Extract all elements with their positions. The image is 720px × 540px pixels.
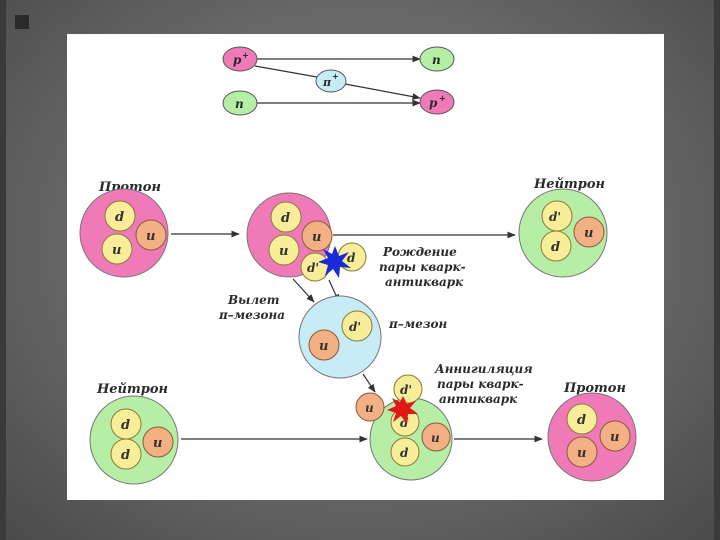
quark-u bbox=[599, 420, 631, 452]
antiquark-d bbox=[341, 310, 373, 342]
arrow-meson-to-annihilation bbox=[362, 373, 376, 393]
slide-corner-marker bbox=[14, 14, 30, 30]
label-pair-creation-2: пары кварк- bbox=[379, 260, 466, 274]
quark-d-second-label: d bbox=[121, 448, 130, 463]
proton-splitting: d u u d d' bbox=[246, 192, 367, 282]
neutron-bottom: d u d bbox=[89, 395, 179, 485]
neutron-out-node bbox=[419, 46, 455, 72]
quark-d bbox=[270, 201, 302, 233]
quark-d bbox=[104, 200, 136, 232]
quark-u-incoming-label: u bbox=[365, 401, 374, 415]
quark-u-second bbox=[101, 233, 133, 265]
quark-d-second-label: d bbox=[551, 240, 560, 255]
label-neutron-top: Нейтрон bbox=[533, 177, 605, 192]
pi-meson: d' u bbox=[298, 295, 382, 379]
neutron-out-symbol: n bbox=[432, 53, 441, 67]
neutron-in-node bbox=[222, 90, 258, 116]
antiquark-d-incoming bbox=[393, 374, 423, 404]
annihilation-star bbox=[387, 396, 418, 424]
arrow-p-to-pion bbox=[254, 65, 318, 78]
quark-d-second bbox=[110, 438, 142, 470]
quark-d bbox=[566, 403, 598, 435]
proton-top: d u u bbox=[79, 188, 169, 278]
pion-symbol: π bbox=[322, 76, 332, 89]
quark-d-label: d bbox=[577, 413, 586, 428]
pion-charge: + bbox=[332, 71, 339, 81]
proton-charge: + bbox=[242, 50, 249, 60]
quark-u-second-label: u bbox=[112, 243, 121, 258]
label-annihilation-3: антикварк bbox=[439, 392, 518, 406]
quark-u bbox=[142, 426, 174, 458]
quark-u bbox=[573, 216, 605, 248]
quark-u-second bbox=[268, 234, 300, 266]
quark-u-second-label: u bbox=[279, 244, 288, 259]
antiquark-d-created-label: d' bbox=[307, 261, 319, 275]
quark-u-label: u bbox=[610, 430, 619, 445]
quark-d-label: d bbox=[281, 211, 290, 226]
label-emission-2: π–мезона bbox=[218, 308, 285, 322]
quark-u-incoming bbox=[355, 392, 385, 422]
neutron-in-symbol: n bbox=[235, 97, 244, 111]
quark-u-label: u bbox=[584, 226, 593, 241]
quark-exchange-diagram: p + n π + n p + Протон d u u d u u d d' bbox=[79, 46, 637, 485]
antiquark-d-label: d' bbox=[549, 210, 561, 224]
proton-out-charge: + bbox=[439, 93, 446, 103]
proton-symbol: p bbox=[233, 53, 242, 67]
arrow-emission-1 bbox=[292, 278, 315, 303]
quark-u-label: u bbox=[146, 229, 155, 244]
quark-u-label: u bbox=[312, 230, 321, 245]
label-annihilation-2: пары кварк- bbox=[437, 377, 524, 391]
quark-d-second bbox=[390, 437, 420, 467]
quark-d-second bbox=[540, 230, 572, 262]
label-pi-meson: π–мезон bbox=[388, 317, 447, 331]
neutron-top: d' u d bbox=[518, 188, 608, 278]
pion-node bbox=[315, 69, 347, 93]
label-annihilation-1: Аннигиляция bbox=[434, 362, 533, 376]
proton-top-body bbox=[79, 188, 169, 278]
quark-u-second-label: u bbox=[577, 446, 586, 461]
neutron-annihilating: d u d d' u bbox=[355, 374, 453, 481]
label-pair-creation-3: антикварк bbox=[385, 275, 464, 289]
quark-d-label: d bbox=[400, 416, 409, 430]
quark-u bbox=[421, 422, 451, 452]
quark-d-label: d bbox=[121, 418, 130, 433]
quark-u-label: u bbox=[431, 431, 440, 445]
quark-u bbox=[301, 220, 333, 252]
quark-d-label: d bbox=[115, 210, 124, 225]
proton-out-symbol: p bbox=[429, 96, 438, 110]
proton-node bbox=[222, 46, 258, 72]
antiquark-d-incoming-label: d' bbox=[400, 383, 412, 397]
top-reaction-scheme: p + n π + n p + bbox=[222, 46, 455, 116]
quark-u-label: u bbox=[153, 436, 162, 451]
quark-u-second bbox=[566, 436, 598, 468]
quark-u-label: u bbox=[319, 339, 328, 354]
label-pair-creation-1: Рождение bbox=[382, 245, 457, 259]
diagram-sheet: p + n π + n p + Протон d u u d u u d d' bbox=[67, 34, 664, 500]
proton-out-node bbox=[419, 89, 455, 115]
proton-bottom: d u u bbox=[547, 392, 637, 482]
label-proton-bottom: Протон bbox=[563, 381, 626, 396]
quark-u bbox=[135, 219, 167, 251]
antiquark-d-label: d' bbox=[349, 320, 361, 334]
quark-u bbox=[308, 329, 340, 361]
quark-d-created-label: d bbox=[347, 251, 356, 265]
label-emission-1: Вылет bbox=[227, 293, 279, 307]
quark-d-second-label: d bbox=[400, 446, 409, 460]
arrow-pion-to-p bbox=[344, 83, 421, 100]
pair-creation-star bbox=[318, 246, 351, 278]
label-neutron-bottom: Нейтрон bbox=[96, 382, 168, 397]
